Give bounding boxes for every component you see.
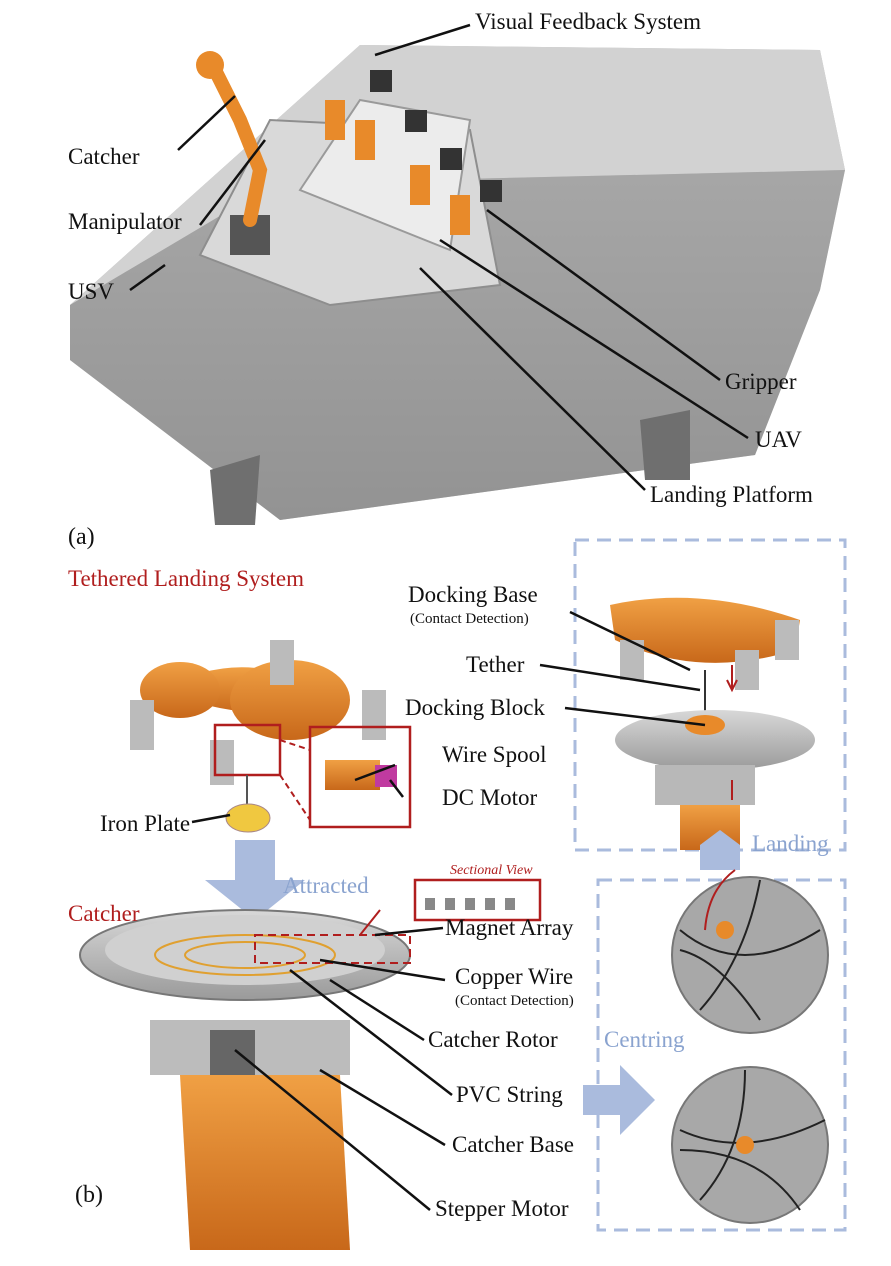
up-arrow xyxy=(700,830,740,870)
magnet-array-inset xyxy=(425,898,515,910)
catcher-assembly xyxy=(79,909,411,1250)
label-iron-plate: Iron Plate xyxy=(100,811,191,836)
rotation-arrow xyxy=(704,869,736,931)
label-contact-detection-2: (Contact Detection) xyxy=(455,993,574,1009)
label-magnet-array: Magnet Array xyxy=(445,915,574,940)
label-manipulator: Manipulator xyxy=(68,209,182,234)
centring-disc-top xyxy=(671,876,829,1034)
label-docking-base: Docking Base xyxy=(408,582,538,607)
centring-disc-bottom xyxy=(671,1066,829,1224)
panel-a-tag: (a) xyxy=(68,524,95,550)
label-attracted: Attracted xyxy=(283,873,369,898)
leader-lines-b xyxy=(191,610,706,1211)
label-catcher-b: Catcher xyxy=(68,901,140,926)
attract-arrow xyxy=(205,840,305,920)
label-docking-block: Docking Block xyxy=(405,695,545,720)
right-arrow xyxy=(583,1065,655,1135)
uav-row xyxy=(325,100,470,235)
label-copper-wire: Copper Wire xyxy=(455,964,574,989)
manipulator-arm xyxy=(196,51,270,255)
label-dc-motor: DC Motor xyxy=(442,785,538,810)
label-gripper: Gripper xyxy=(725,369,797,394)
panel-b-title: Tethered Landing System xyxy=(68,566,304,591)
panel-b-tag: (b) xyxy=(75,1182,103,1208)
label-pvc-string: PVC String xyxy=(456,1082,563,1107)
label-catcher-rotor: Catcher Rotor xyxy=(428,1027,558,1052)
label-uav: UAV xyxy=(755,427,802,452)
label-wire-spool: Wire Spool xyxy=(442,742,547,767)
label-landing-platform: Landing Platform xyxy=(650,482,813,507)
centring-box xyxy=(596,878,847,1232)
label-visual-feedback-system: Visual Feedback System xyxy=(475,9,702,34)
landing-drone xyxy=(610,597,815,850)
label-landing: Landing xyxy=(752,831,829,856)
label-catcher-a: Catcher xyxy=(68,144,140,169)
label-centring: Centring xyxy=(604,1027,685,1052)
label-usv: USV xyxy=(68,279,115,304)
label-tether: Tether xyxy=(466,652,525,677)
label-stepper-motor: Stepper Motor xyxy=(435,1196,569,1221)
label-sectional-view: Sectional View xyxy=(450,863,533,878)
leader-lines-a xyxy=(129,23,749,491)
camera-row xyxy=(370,70,502,202)
zoom-inset xyxy=(308,725,412,829)
tethered-drone xyxy=(130,640,386,833)
sectional-view-box xyxy=(413,878,542,922)
label-contact-detection-1: (Contact Detection) xyxy=(410,611,529,627)
label-catcher-base: Catcher Base xyxy=(452,1132,574,1157)
